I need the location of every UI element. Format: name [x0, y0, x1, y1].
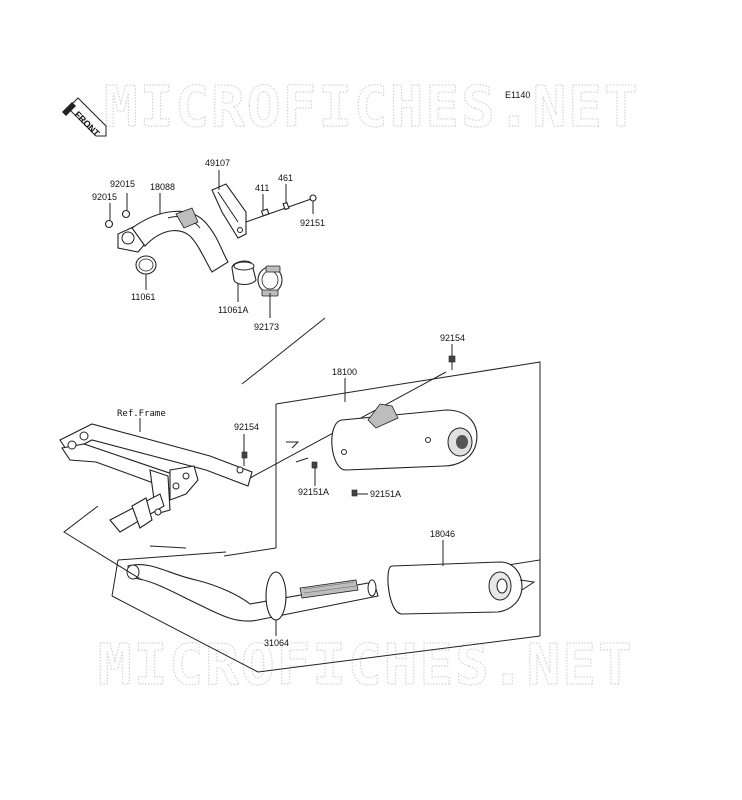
callout-411: 411 — [255, 183, 269, 193]
gasket-11061a — [231, 260, 257, 286]
ref-frame-label: Ref.Frame — [117, 409, 166, 419]
callout-92154-mid: 92154 — [234, 422, 259, 432]
callout-92151: 92151 — [300, 218, 325, 228]
callout-18046: 18046 — [430, 529, 455, 539]
callout-92015-a: 92015 — [92, 192, 117, 202]
bolt-92154-top — [448, 355, 456, 370]
ref-frame — [59, 423, 253, 533]
watermark-top: MICROFICHES.NET — [104, 75, 640, 140]
heat-guard-49107 — [211, 183, 247, 239]
callout-92173: 92173 — [254, 322, 279, 332]
nut-92015-b — [121, 209, 131, 219]
watermark-bottom: MICROFICHES.NET — [98, 633, 634, 698]
callout-49107: 49107 — [205, 158, 230, 168]
collar-411 — [260, 208, 270, 217]
bolt-92151a-left — [311, 461, 318, 469]
clamp-92173 — [257, 265, 283, 297]
header-pipe — [117, 207, 229, 273]
muffler-18100 — [331, 403, 478, 471]
bolt-92151a-right — [351, 489, 358, 497]
callout-18100: 18100 — [332, 367, 357, 377]
callout-11061: 11061 — [131, 292, 155, 302]
callout-92151a-left: 92151A — [298, 487, 329, 497]
callout-92015-b: 92015 — [110, 179, 135, 189]
bolt-92151 — [309, 194, 317, 202]
callout-92154-top: 92154 — [440, 333, 465, 343]
nut-92015-a — [104, 219, 114, 229]
callout-92151a-right: 92151A — [370, 489, 401, 499]
callout-18088: 18088 — [150, 182, 175, 192]
bolt-92154-mid — [241, 451, 248, 466]
clip-461 — [282, 201, 290, 211]
callout-461: 461 — [278, 173, 293, 183]
front-arrow-icon: FRONT — [62, 97, 107, 139]
tail-pipe-31064 — [126, 564, 379, 622]
diagram-code: E1140 — [505, 90, 530, 100]
callout-31064: 31064 — [264, 638, 289, 648]
silencer-18046 — [387, 561, 536, 615]
callout-11061a: 11061A — [218, 305, 248, 315]
